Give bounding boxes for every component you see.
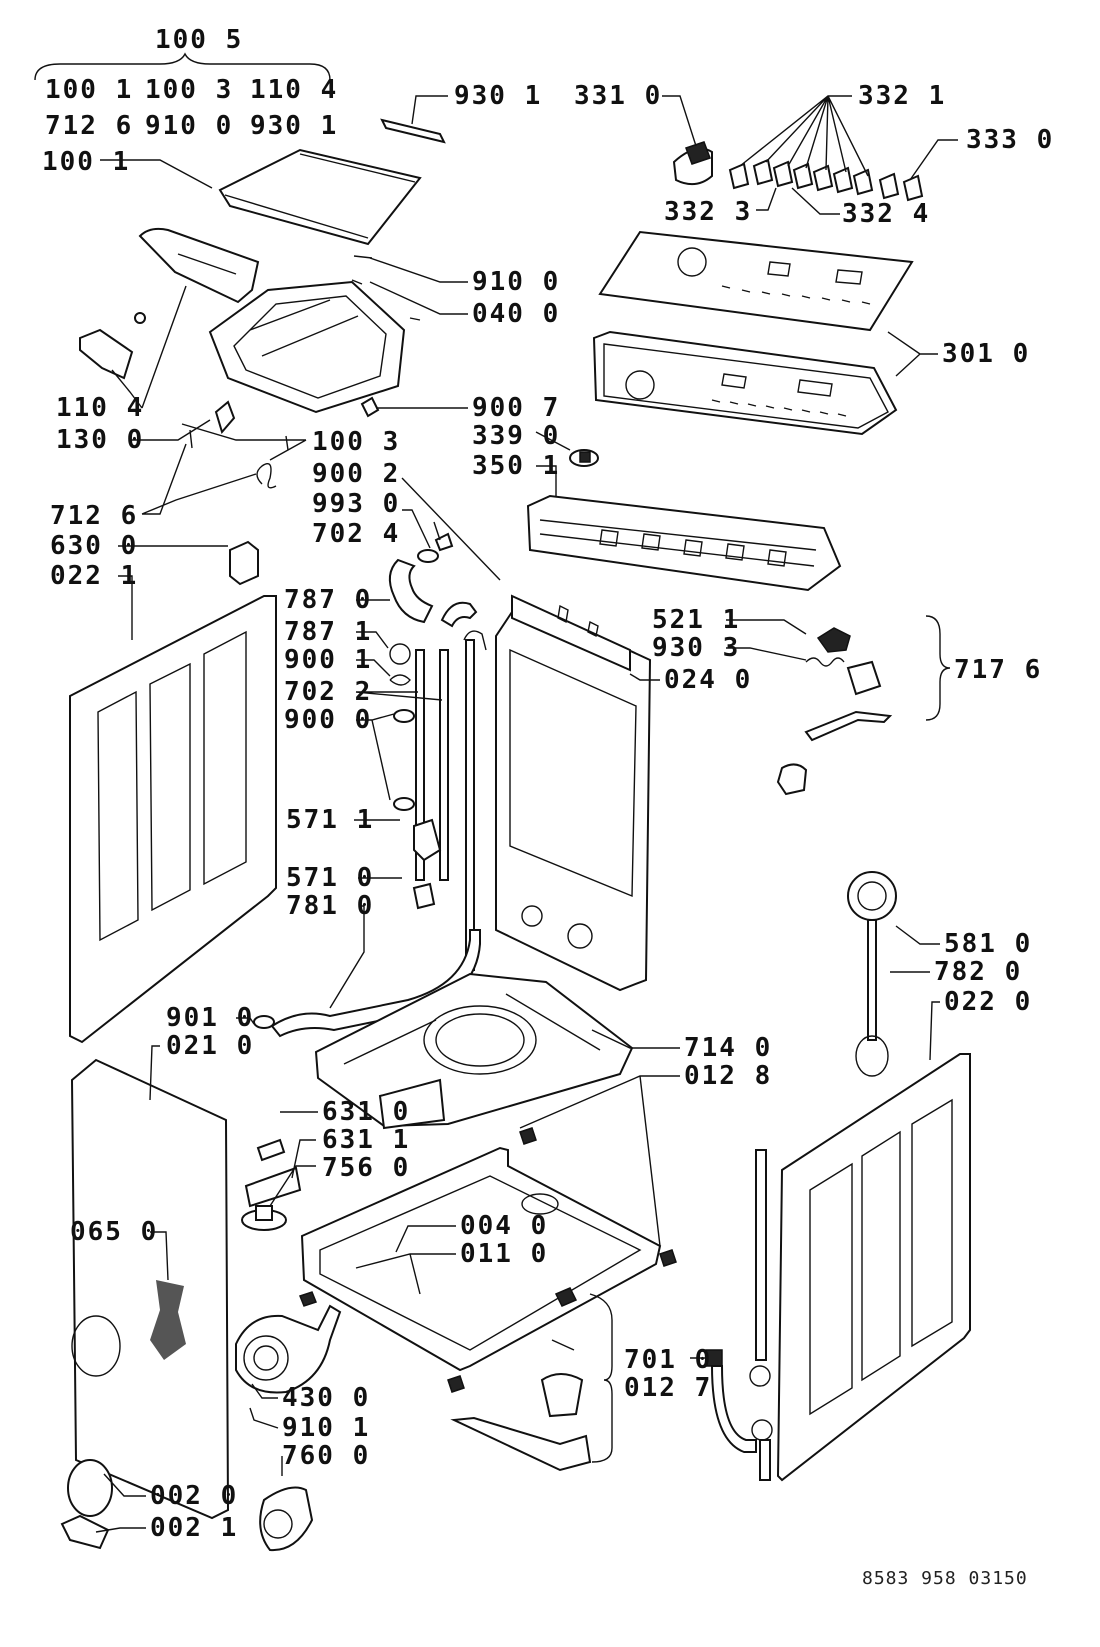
- drain-hose-part: [253, 929, 481, 1038]
- damper-part: [847, 871, 897, 1077]
- label-022-0: 022 0: [944, 987, 1032, 1017]
- label-350-1: 350 1: [472, 451, 560, 481]
- top-frame-part: [208, 280, 406, 414]
- label-630-0: 630 0: [50, 531, 138, 561]
- part-labels: 930 1 331 0 332 1 333 0 100 1 332 3 332 …: [42, 81, 1054, 1543]
- label-004-0: 004 0: [460, 1211, 548, 1241]
- control-panel-housing-part: [592, 330, 898, 436]
- lid-strip-part: [380, 118, 446, 144]
- label-011-0: 011 0: [460, 1239, 548, 1269]
- label-701-0: 701 0: [624, 1345, 712, 1375]
- label-065-0: 065 0: [70, 1217, 158, 1247]
- label-631-1: 631 1: [322, 1125, 410, 1155]
- label-702-4: 702 4: [312, 519, 400, 549]
- label-760-0: 760 0: [282, 1441, 370, 1471]
- label-110-4: 110 4: [56, 393, 144, 423]
- label-002-0: 002 0: [150, 1481, 238, 1511]
- foot-parts: [450, 1287, 592, 1472]
- label-339-0: 339 0: [472, 421, 560, 451]
- frame-small-parts: [134, 255, 421, 489]
- label-021-0: 021 0: [166, 1031, 254, 1061]
- label-100-3: 100 3: [312, 427, 400, 457]
- label-910-0: 910 0: [472, 267, 560, 297]
- label-930-3: 930 3: [652, 633, 740, 663]
- label-130-0: 130 0: [56, 425, 144, 455]
- knob-part: [672, 141, 713, 186]
- front-panel-part: [70, 1058, 230, 1520]
- label-301-0: 301 0: [942, 339, 1030, 369]
- pump-part: [235, 1304, 342, 1394]
- group-item-110-4: 110 4: [250, 75, 338, 105]
- group-item-712-6: 712 6: [45, 111, 133, 141]
- label-901-0: 901 0: [166, 1003, 254, 1033]
- label-024-0: 024 0: [664, 665, 752, 695]
- label-787-0: 787 0: [284, 585, 372, 615]
- lid-part: [218, 148, 422, 246]
- group-item-910-0: 910 0: [145, 111, 233, 141]
- label-331-0: 331 0: [574, 81, 662, 111]
- label-993-0: 993 0: [312, 489, 400, 519]
- filter-block-part: [229, 540, 259, 586]
- label-787-1: 787 1: [284, 617, 372, 647]
- label-631-0: 631 0: [322, 1097, 410, 1127]
- label-571-1: 571 1: [286, 805, 374, 835]
- filter-part: [259, 1486, 314, 1552]
- service-cover-part: [60, 1459, 113, 1550]
- label-040-0: 040 0: [472, 299, 560, 329]
- label-781-0: 781 0: [286, 891, 374, 921]
- label-571-0: 571 0: [286, 863, 374, 893]
- label-910-1: 910 1: [282, 1413, 370, 1443]
- label-022-1: 022 1: [50, 561, 138, 591]
- group-item-930-1: 930 1: [250, 111, 338, 141]
- label-430-0: 430 0: [282, 1383, 370, 1413]
- group-100-5: 100 5 100 1 100 3 110 4 712 6 910 0 930 …: [34, 25, 338, 141]
- bottom-small-parts: [241, 1138, 302, 1231]
- left-side-panel-part: [69, 595, 277, 1044]
- label-012-8: 012 8: [684, 1061, 772, 1091]
- drawing-reference-number: 8583 958 03150: [862, 1568, 1028, 1589]
- label-002-1: 002 1: [150, 1513, 238, 1543]
- label-900-1: 900 1: [284, 645, 372, 675]
- control-overlay-part: [598, 230, 914, 332]
- selector-disc-part: [569, 449, 599, 467]
- label-712-6: 712 6: [50, 501, 138, 531]
- hoses-part: [388, 532, 487, 971]
- label-332-3: 332 3: [664, 197, 752, 227]
- leader-lines: [95, 95, 958, 1533]
- label-332-4: 332 4: [842, 199, 930, 229]
- latch-group-parts: [776, 627, 893, 796]
- label-900-7: 900 7: [472, 393, 560, 423]
- label-100-1: 100 1: [42, 147, 130, 177]
- group-item-100-3: 100 3: [145, 75, 233, 105]
- right-side-panel-part: [749, 1053, 971, 1482]
- label-521-1: 521 1: [652, 605, 740, 635]
- bottom-frame-part: [299, 1127, 677, 1393]
- label-333-0: 333 0: [966, 125, 1054, 155]
- label-782-0: 782 0: [934, 957, 1022, 987]
- label-702-2: 702 2: [284, 677, 372, 707]
- group-title: 100 5: [155, 25, 243, 55]
- inlet-hose-part: [705, 1349, 773, 1481]
- label-717-6: 717 6: [954, 655, 1042, 685]
- label-581-0: 581 0: [944, 929, 1032, 959]
- electronic-board-part: [526, 494, 842, 592]
- label-900-0: 900 0: [284, 705, 372, 735]
- label-332-1: 332 1: [858, 81, 946, 111]
- label-756-0: 756 0: [322, 1153, 410, 1183]
- label-714-0: 714 0: [684, 1033, 772, 1063]
- group-brace: [34, 52, 331, 81]
- label-012-7: 012 7: [624, 1373, 712, 1403]
- back-panel-part: [495, 594, 652, 992]
- tub-support-part: [314, 972, 634, 1130]
- program-buttons-part: [728, 158, 924, 202]
- handle-part: [79, 227, 260, 380]
- group-item-100-1: 100 1: [45, 75, 133, 105]
- label-930-1-strip: 930 1: [454, 81, 542, 111]
- label-900-2: 900 2: [312, 459, 400, 489]
